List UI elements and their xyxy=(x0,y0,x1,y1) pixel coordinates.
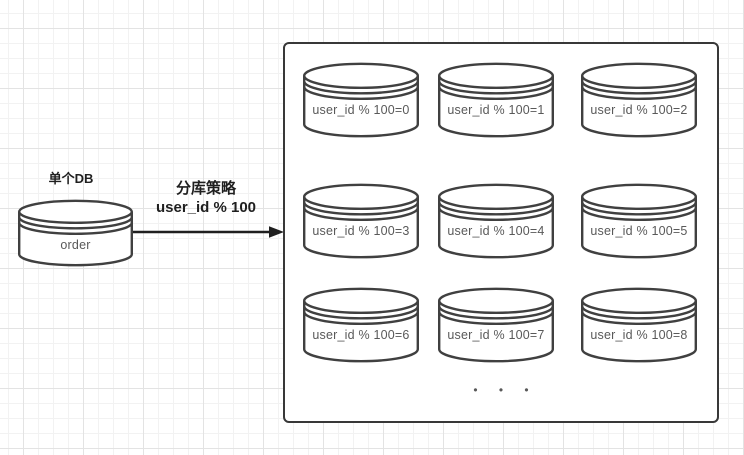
shard-db-label-3: user_id % 100=3 xyxy=(312,223,410,238)
database-cylinder-icon xyxy=(438,287,554,363)
shard-db-cylinder-3: user_id % 100=3 xyxy=(303,183,419,259)
source-db-title: 单个DB xyxy=(48,171,94,186)
shard-db-label-6: user_id % 100=6 xyxy=(312,327,410,342)
database-cylinder-icon xyxy=(581,62,697,138)
shard-db-label-0: user_id % 100=0 xyxy=(312,102,410,117)
shard-db-label-8: user_id % 100=8 xyxy=(590,327,688,342)
arrow-icon xyxy=(133,226,284,238)
shard-strategy-line2: user_id % 100 xyxy=(155,199,257,216)
shard-db-cylinder-2: user_id % 100=2 xyxy=(581,62,697,138)
database-cylinder-icon xyxy=(303,287,419,363)
database-cylinder-icon xyxy=(303,183,419,259)
shard-db-cylinder-6: user_id % 100=6 xyxy=(303,287,419,363)
database-cylinder-icon xyxy=(438,62,554,138)
shard-strategy-line1: 分库策略 xyxy=(175,180,236,197)
more-shards-ellipsis: • • • xyxy=(473,383,538,397)
source-db-label: order xyxy=(60,237,91,252)
shard-db-label-1: user_id % 100=1 xyxy=(447,102,545,117)
shard-db-label-4: user_id % 100=4 xyxy=(447,223,545,238)
database-cylinder-icon xyxy=(18,199,133,267)
shard-container-box: user_id % 100=0 user_id % 100=1 user_id % … xyxy=(283,42,719,423)
shard-db-cylinder-7: user_id % 100=7 xyxy=(438,287,554,363)
shard-db-cylinder-4: user_id % 100=4 xyxy=(438,183,554,259)
shard-db-label-2: user_id % 100=2 xyxy=(590,102,688,117)
shard-db-cylinder-5: user_id % 100=5 xyxy=(581,183,697,259)
database-cylinder-icon xyxy=(438,183,554,259)
database-cylinder-icon xyxy=(303,62,419,138)
shard-db-label-5: user_id % 100=5 xyxy=(590,223,688,238)
shard-strategy-label: 分库策略 user_id % 100 xyxy=(133,179,279,217)
database-cylinder-icon xyxy=(581,287,697,363)
shard-db-cylinder-0: user_id % 100=0 xyxy=(303,62,419,138)
shard-db-cylinder-8: user_id % 100=8 xyxy=(581,287,697,363)
shard-db-label-7: user_id % 100=7 xyxy=(447,327,545,342)
shard-db-cylinder-1: user_id % 100=1 xyxy=(438,62,554,138)
source-db-cylinder: order xyxy=(18,199,133,267)
database-cylinder-icon xyxy=(581,183,697,259)
